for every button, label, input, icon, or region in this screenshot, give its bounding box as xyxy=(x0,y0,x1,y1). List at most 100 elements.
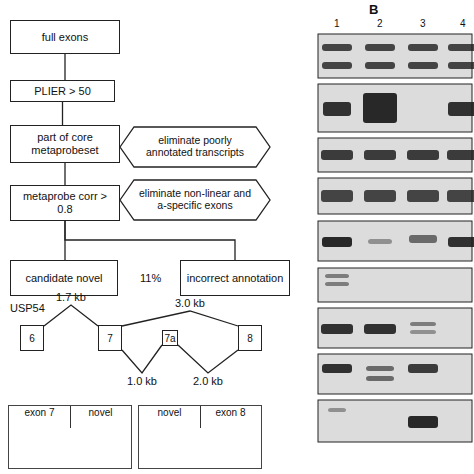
node-text: exon 7 xyxy=(9,406,70,419)
gel-band xyxy=(408,62,438,69)
node-text: exon 8 xyxy=(200,406,261,419)
hexagon-shape xyxy=(120,127,270,167)
process-box: metaprobe corr > 0.8 xyxy=(10,185,120,221)
node-text: 7a xyxy=(164,333,175,344)
node-text: incorrect annotation xyxy=(187,272,284,285)
gel-band xyxy=(365,44,395,51)
connector-line xyxy=(65,221,235,260)
gel-band xyxy=(447,150,474,160)
gel-band xyxy=(325,274,349,278)
gene-name: USP54 xyxy=(10,302,45,314)
gel-band xyxy=(363,93,397,123)
gel-band xyxy=(448,102,474,116)
gel-band xyxy=(364,324,396,334)
gel-band xyxy=(322,44,352,51)
filter-hexagon: eliminate non-linear and a-specific exon… xyxy=(120,180,270,220)
filter-hexagon: eliminate poorly annotated transcripts xyxy=(120,127,270,167)
connector-line xyxy=(44,305,98,326)
gel-band xyxy=(322,62,352,69)
gel-band xyxy=(321,190,353,202)
process-box: part of core metaprobeset xyxy=(10,125,120,163)
node-text: 7 xyxy=(107,333,113,344)
gel-image xyxy=(318,400,472,442)
process-box: candidate novel xyxy=(10,260,118,296)
connector-line xyxy=(122,311,238,326)
process-box: PLIER > 50 xyxy=(10,80,115,102)
gel-band xyxy=(407,190,439,202)
node-text: full exons xyxy=(42,31,88,44)
lane-number: 1 xyxy=(334,18,340,29)
lane-number: 4 xyxy=(460,18,466,29)
process-box: incorrect annotation xyxy=(180,260,290,296)
exon-box: 7a xyxy=(162,330,178,346)
gel-image xyxy=(318,308,472,348)
node-text: metaprobe corr > 0.8 xyxy=(15,190,115,215)
gel-band xyxy=(410,322,436,326)
gel-band xyxy=(366,366,394,371)
edge-label: 1.0 kb xyxy=(127,375,157,387)
gel-band xyxy=(364,150,396,160)
node-text: part of core metaprobeset xyxy=(15,131,115,156)
panel-letter: B xyxy=(369,2,378,17)
gel-band xyxy=(366,376,394,381)
gel-image xyxy=(318,84,472,132)
gel-band xyxy=(448,44,474,51)
gel-band xyxy=(321,324,353,334)
gel-band xyxy=(409,235,437,243)
connector-line xyxy=(64,54,65,80)
gel-band xyxy=(328,408,346,412)
connector-line xyxy=(64,163,65,185)
gel-band xyxy=(448,62,474,69)
gel-band xyxy=(321,150,353,160)
gel-band xyxy=(408,44,438,51)
edge-label: 3.0 kb xyxy=(175,297,205,309)
trace-separator xyxy=(200,406,201,428)
chromatogram-box: exon 7novel xyxy=(8,405,132,469)
node-text: candidate novel xyxy=(25,272,102,285)
gel-image xyxy=(318,221,472,261)
process-box: full exons xyxy=(10,20,120,54)
connector-line xyxy=(62,102,63,125)
node-text: novel xyxy=(70,406,131,419)
gel-band xyxy=(322,237,352,247)
percentage-label: 11% xyxy=(140,272,161,284)
gel-image xyxy=(318,138,472,172)
node-text: eliminate poorly annotated transcripts xyxy=(136,135,254,158)
node-text: PLIER > 50 xyxy=(34,85,91,98)
gel-band xyxy=(448,237,474,247)
lane-number: 2 xyxy=(377,18,383,29)
gel-image xyxy=(318,354,472,394)
gel-band xyxy=(364,190,396,202)
gel-band xyxy=(322,364,352,373)
edge-label: 2.0 kb xyxy=(193,375,223,387)
connector-line xyxy=(178,345,238,373)
trace-separator xyxy=(70,406,71,428)
gel-band xyxy=(365,62,395,69)
exon-box: 8 xyxy=(238,325,262,351)
node-text: 6 xyxy=(29,333,35,344)
node-text: eliminate non-linear and a-specific exon… xyxy=(136,188,254,211)
connector-line xyxy=(122,345,162,373)
gel-image xyxy=(318,268,472,302)
gel-image xyxy=(318,178,472,214)
edge-label: 1.7 kb xyxy=(56,291,86,303)
gel-band xyxy=(447,190,474,202)
chromatogram-box: novelexon 8 xyxy=(138,405,262,469)
gel-band xyxy=(408,416,438,428)
gel-band xyxy=(323,102,351,116)
lane-number: 3 xyxy=(420,18,426,29)
exon-box: 6 xyxy=(20,325,44,351)
exon-box: 7 xyxy=(98,325,122,351)
gel-band xyxy=(410,330,436,334)
connector-line xyxy=(64,221,65,260)
hexagon-shape xyxy=(120,180,270,220)
gel-band xyxy=(408,364,438,373)
node-text: 8 xyxy=(247,333,253,344)
node-text: novel xyxy=(139,406,200,419)
gel-band xyxy=(325,282,349,286)
gel-band xyxy=(407,150,439,160)
gel-band xyxy=(368,239,392,244)
